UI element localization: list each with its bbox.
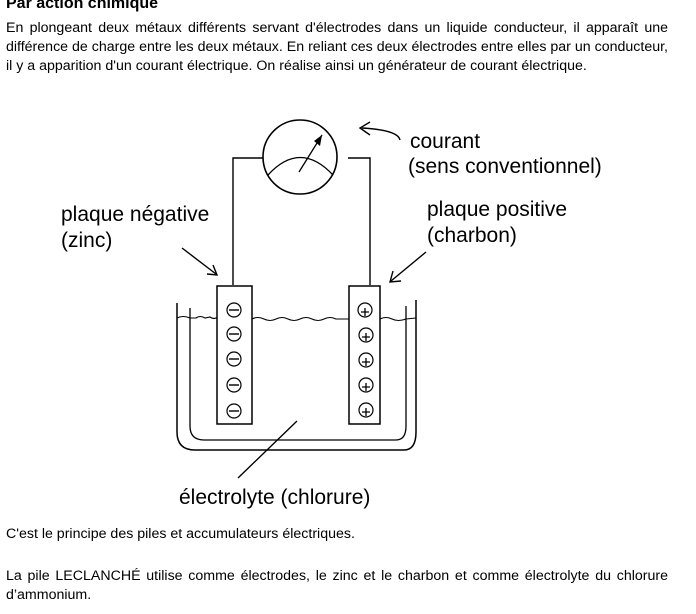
negative-plate-material: (zinc) [61,229,112,252]
circuit-wire [232,157,371,285]
positive-plate-material: (charbon) [427,224,517,247]
current-direction-arrow [361,127,401,141]
negative-charges [226,302,242,419]
leclanche-paragraph: La pile LECLANCHÉ utilise comme électrod… [6,568,668,603]
current-direction-label: (sens conventionnel) [408,155,602,178]
galvanometer-icon [262,119,338,195]
positive-plate-label: plaque positive [427,198,567,221]
positive-charges [357,302,374,418]
intro-paragraph: En plongeant deux métaux différents serv… [6,20,668,74]
negative-pointer-arrow [181,247,217,275]
section-title: Par action chimique [6,0,159,12]
negative-plate-label: plaque négative [61,203,209,226]
electrolyte-label: électrolyte (chlorure) [179,486,370,509]
current-label: courant [410,130,480,153]
principle-paragraph: C'est le principe des piles et accumulat… [6,526,355,542]
electrolyte-container [176,300,417,451]
electrolyte-surface [176,315,417,322]
electrolyte-pointer [237,420,298,479]
positive-pointer-arrow [390,251,427,282]
